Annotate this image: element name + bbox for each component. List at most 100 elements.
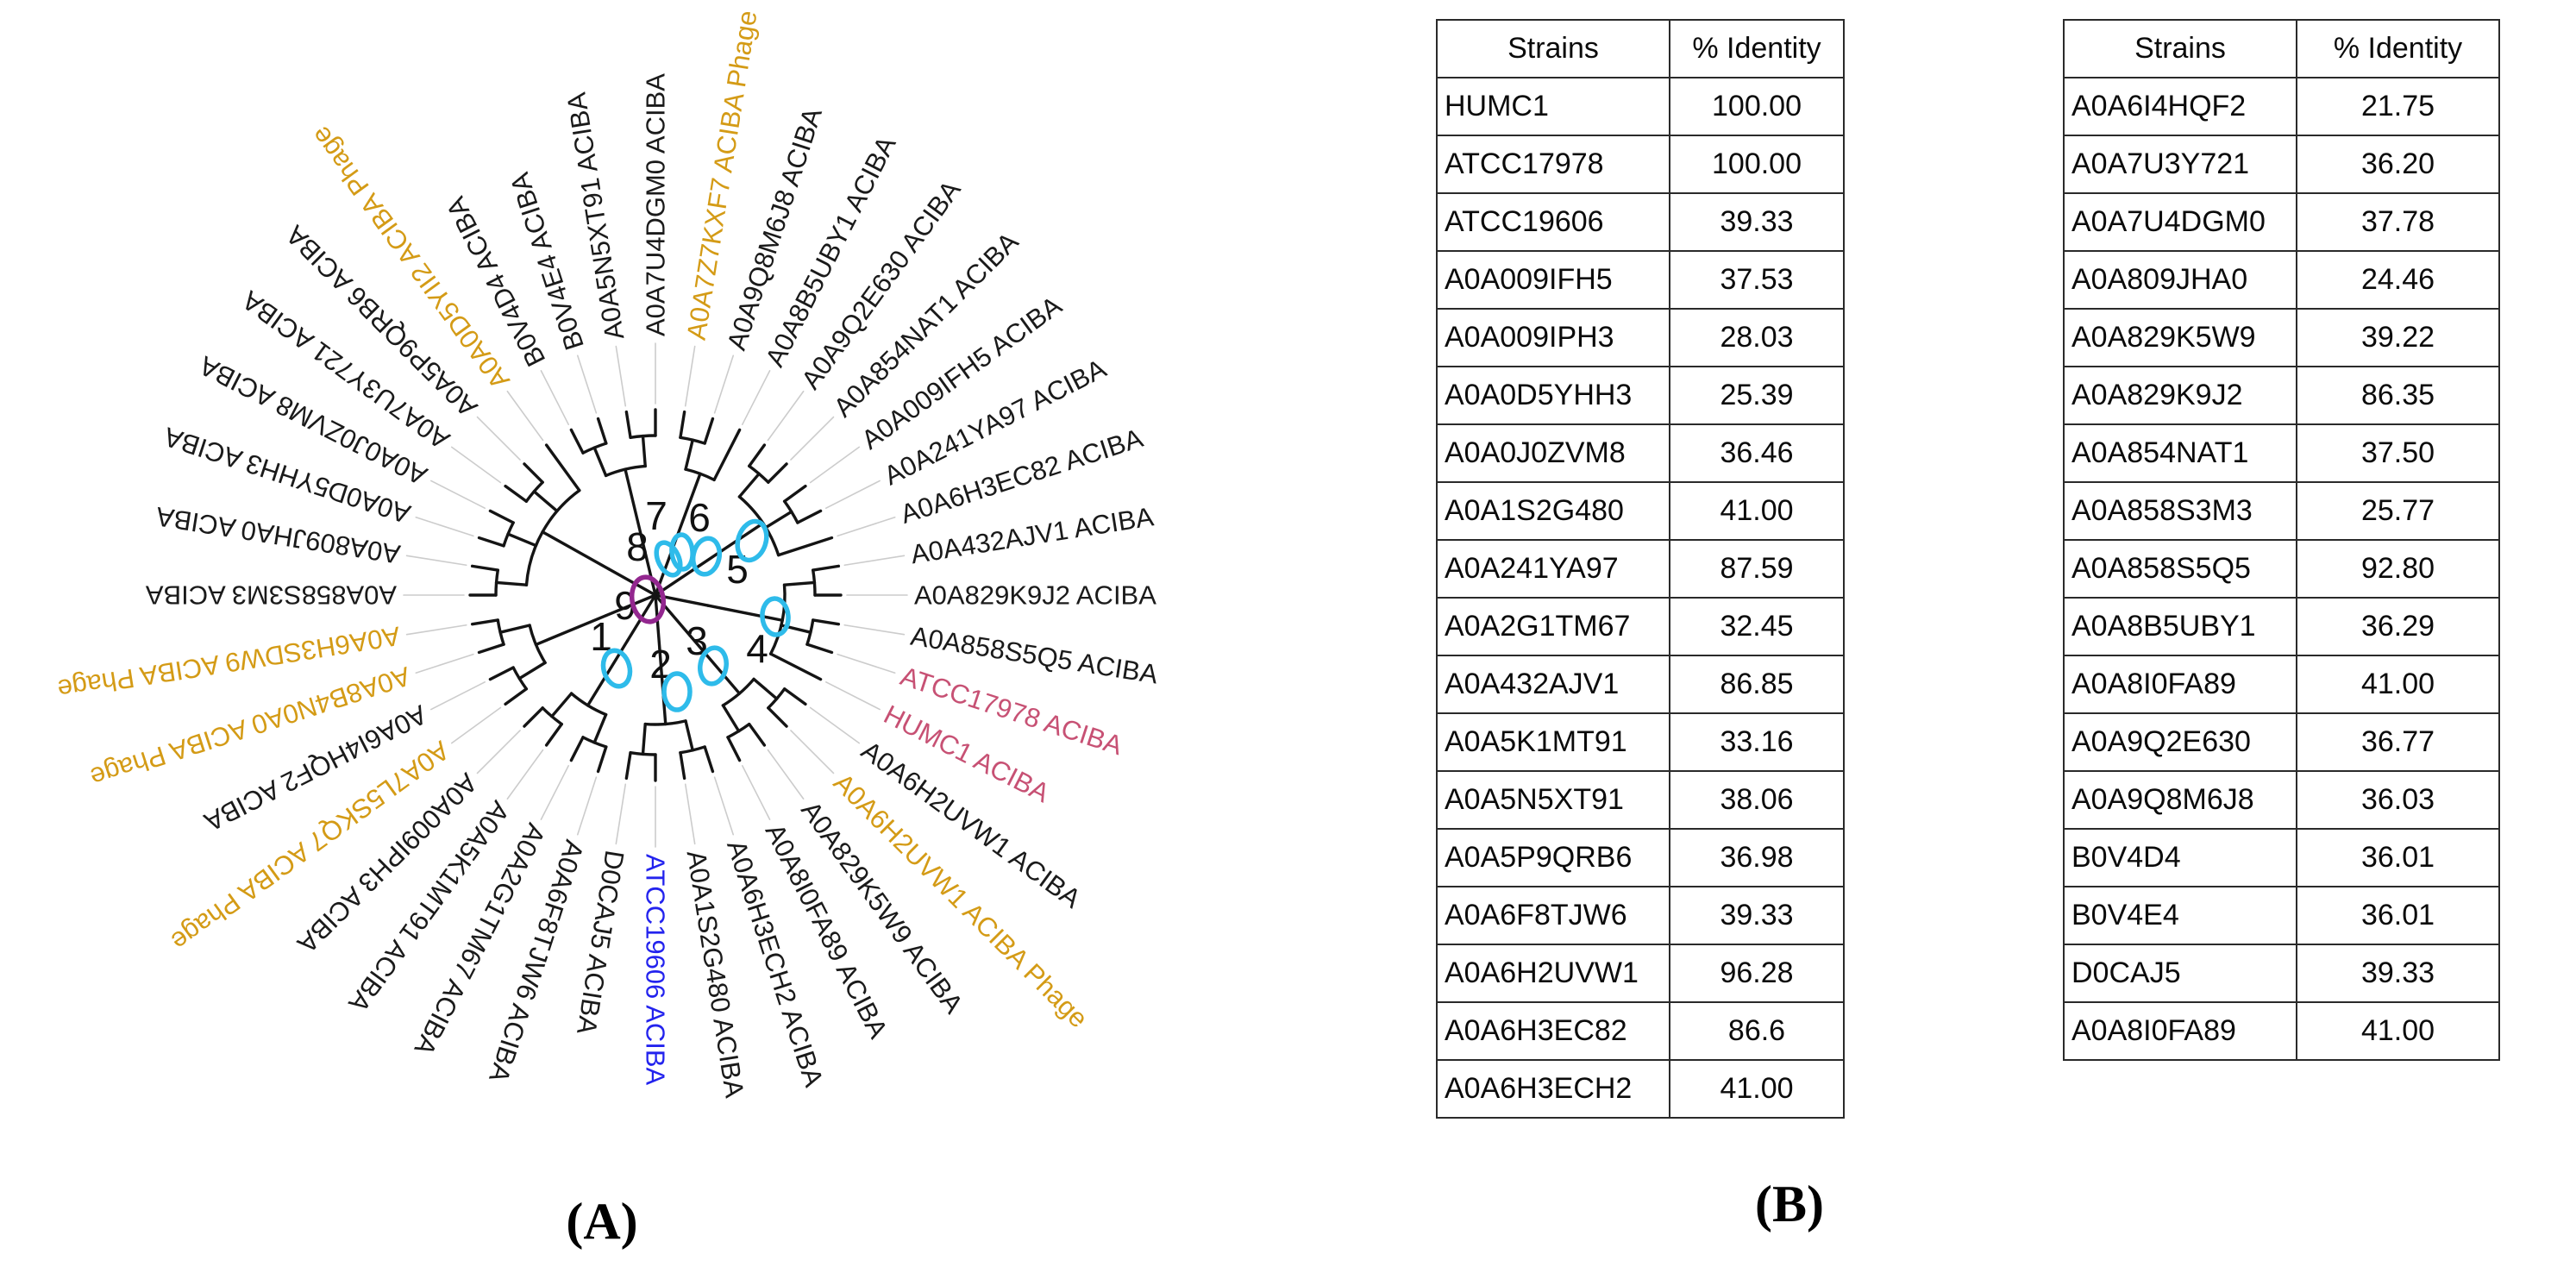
strain-cell: A0A858S5Q5	[2063, 539, 2297, 599]
tree-leaf-ray	[837, 516, 896, 537]
identity-cell: 41.00	[1669, 1059, 1845, 1119]
tree-branch	[782, 687, 807, 706]
identity-cell: 39.33	[1669, 886, 1845, 945]
tree-branch	[544, 443, 581, 492]
tree-leaf-ray	[809, 706, 861, 744]
identity-cell: 41.00	[2296, 655, 2500, 714]
tree-leaf-ray	[684, 783, 696, 845]
tree-leaf-ray	[450, 446, 502, 484]
tree-branch	[796, 509, 823, 524]
identity-cell: 25.77	[2296, 481, 2500, 541]
tree-leaf-ray	[476, 416, 521, 461]
tree-leaf-ray	[684, 345, 696, 407]
identity-cell: 36.03	[2296, 770, 2500, 830]
tree-leaf-label: A0A829K9J2 ACIBA	[914, 580, 1156, 611]
identity-cell: 37.50	[2296, 423, 2500, 483]
tree-leaf-ray	[809, 446, 861, 484]
tree-leaf-ray	[790, 730, 835, 774]
tree-leaf-label: A0A858S3M3 ACIBA	[145, 580, 397, 611]
tree-branch	[782, 580, 817, 586]
identity-cell: 100.00	[1669, 135, 1845, 194]
identity-cell: 36.01	[2296, 828, 2500, 887]
identity-cell: 38.06	[1669, 770, 1845, 830]
identity-header-a: % Identity	[1669, 19, 1845, 78]
strain-cell: A0A6H2UVW1	[1436, 944, 1670, 1003]
tree-leaf-ray	[430, 680, 486, 711]
tree-branch	[684, 719, 694, 752]
tree-leaf-ray	[767, 749, 805, 800]
tree-leaf-ray	[790, 416, 835, 461]
strain-cell: A0A7U3Y721	[2063, 135, 2297, 194]
strain-cell: A0A9Q2E630	[2063, 712, 2297, 772]
tree-branch	[776, 536, 834, 557]
strain-cell: A0A8I0FA89	[2063, 655, 2297, 714]
identity-cell: 39.22	[2296, 308, 2500, 367]
tree-branch	[641, 722, 647, 756]
identity-cell: 96.28	[1669, 944, 1845, 1003]
node-marker	[735, 518, 769, 563]
strain-cell: D0CAJ5	[2063, 944, 2297, 1003]
tree-branch	[752, 677, 779, 700]
strain-cell: A0A6F8TJW6	[1436, 886, 1670, 945]
clade-number: 8	[626, 524, 649, 569]
tree-branch	[592, 712, 608, 744]
tree-leaf-ray	[825, 680, 881, 711]
tree-leaf-ray	[576, 354, 598, 414]
tree-leaf-ray	[837, 653, 896, 674]
strain-cell: A0A5K1MT91	[1436, 712, 1670, 772]
tree-branch	[679, 751, 686, 781]
tree-leaf-ray	[741, 370, 771, 425]
strain-cell: ATCC17978	[1436, 135, 1670, 194]
tree-branch	[523, 462, 544, 484]
tree-branch	[703, 745, 715, 774]
identity-cell: 86.6	[1669, 1001, 1845, 1061]
tree-branch	[624, 751, 632, 781]
strain-cell: A0A6H3EC82	[1436, 1001, 1670, 1061]
tree-branch	[748, 722, 767, 747]
identity-cell: 36.46	[1669, 423, 1845, 483]
strain-cell: A0A8B5UBY1	[2063, 597, 2297, 656]
tree-branch	[688, 634, 742, 695]
strain-cell: A0A829K5W9	[2063, 308, 2297, 367]
tree-branch	[596, 417, 608, 445]
identity-cell: 41.00	[2296, 1001, 2500, 1061]
tree-branch	[812, 618, 841, 626]
tree-leaf-label: A0A7U4DGM0 ACIBA	[641, 73, 671, 336]
tree-branch	[624, 410, 632, 439]
node-marker	[654, 540, 683, 578]
strains-header-a: Strains	[1436, 19, 1670, 78]
tree-leaf-ray	[713, 354, 735, 414]
tree-branch	[764, 510, 793, 530]
tree-leaf-ray	[450, 706, 502, 744]
tree-leaf-ray	[843, 624, 906, 636]
tree-branch	[607, 568, 657, 597]
tree-leaf-ray	[415, 653, 474, 674]
strain-cell: A0A7U4DGM0	[2063, 192, 2297, 252]
tree-leaf-ray	[405, 555, 467, 567]
identity-cell: 36.98	[1669, 828, 1845, 887]
strain-cell: A0A0J0ZVM8	[1436, 423, 1670, 483]
identity-cell: 33.16	[1669, 712, 1845, 772]
strain-cell: A0A2G1TM67	[1436, 597, 1670, 656]
tree-branch	[488, 666, 515, 681]
identity-cell: 21.75	[2296, 77, 2500, 136]
strain-cell: A0A6I4HQF2	[2063, 77, 2297, 136]
strain-cell: A0A009IFH5	[1436, 250, 1670, 310]
strain-cell: A0A241YA97	[1436, 539, 1670, 599]
tree-branch	[712, 428, 742, 482]
tree-branch	[641, 434, 647, 468]
tree-branch	[703, 417, 715, 445]
